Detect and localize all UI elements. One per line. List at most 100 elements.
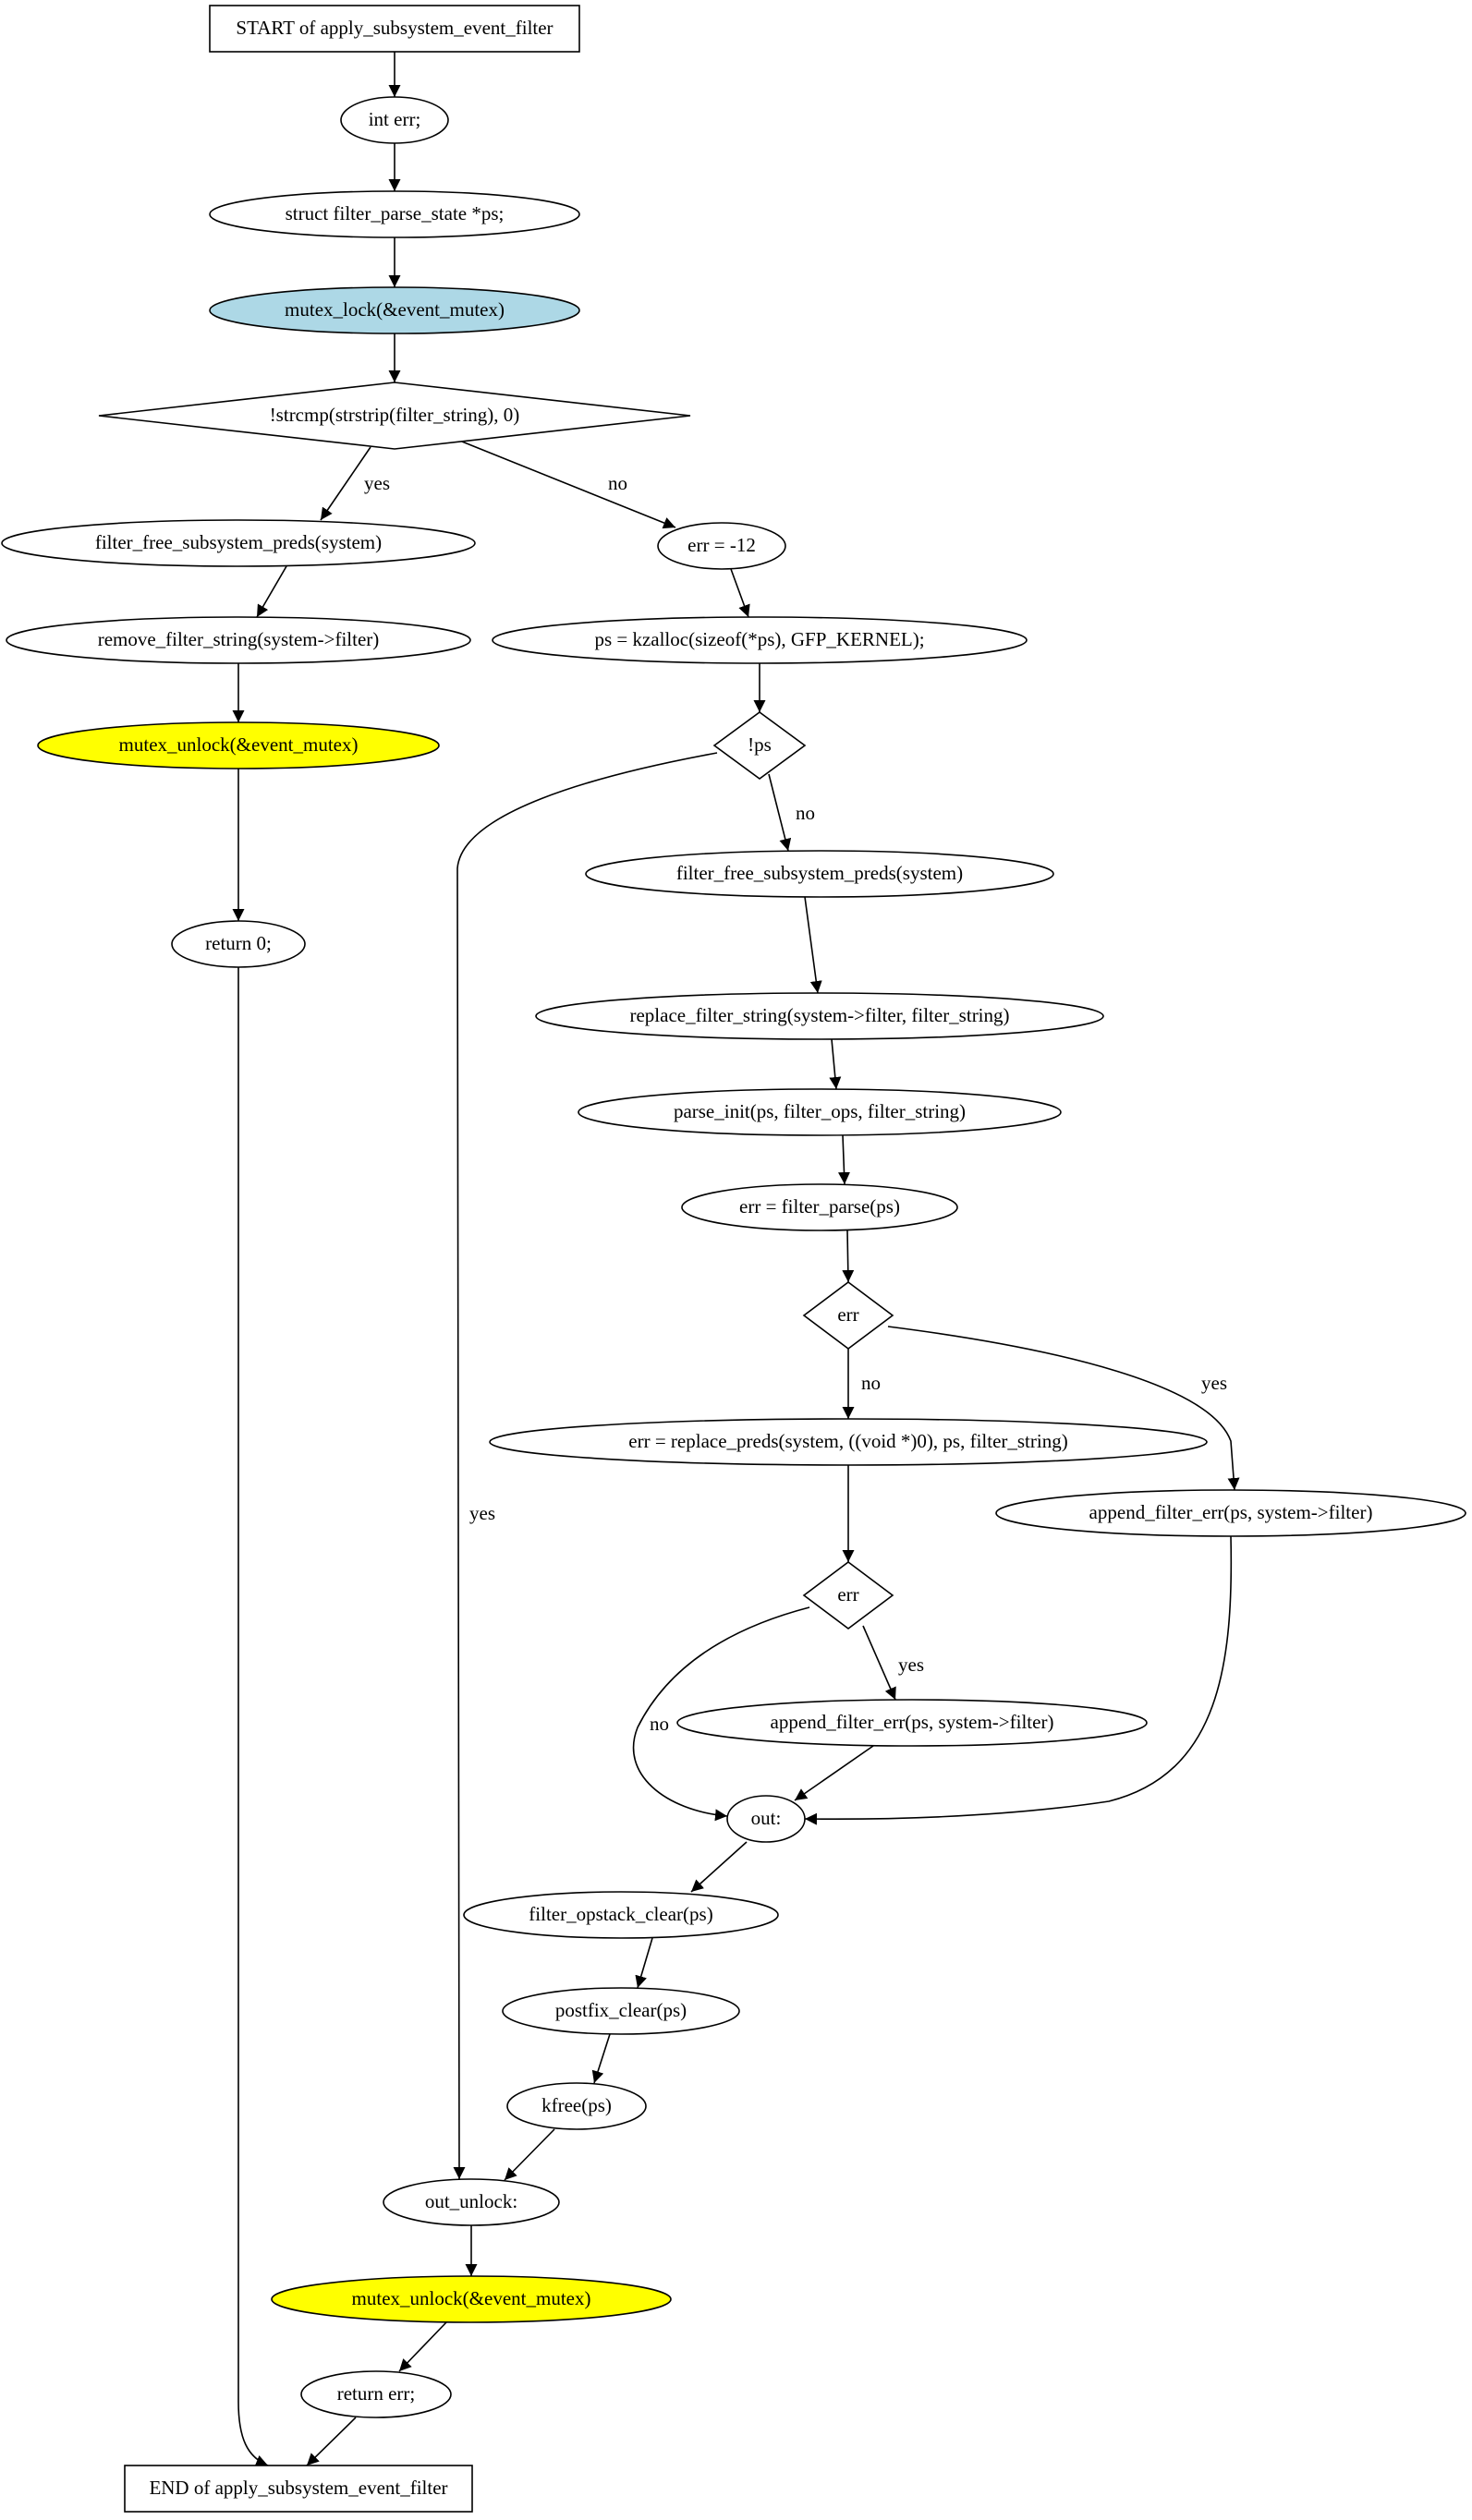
node-ellipse — [995, 1489, 1466, 1537]
node-return-err: return err; — [300, 2370, 452, 2418]
node-err-1: err — [802, 1281, 894, 1350]
node-not-ps: !ps — [712, 711, 807, 780]
node-label: err — [837, 1583, 858, 1605]
edge-unlock_2-to-return_err — [398, 2321, 447, 2372]
node-ellipse — [300, 2370, 452, 2418]
node-ellipse — [535, 992, 1104, 1040]
node-box — [209, 5, 580, 53]
edge-kfree-to-out_unlock — [504, 2128, 555, 2181]
node-return-0: return 0; — [171, 920, 306, 968]
node-diamond — [712, 711, 807, 780]
node-label: err = replace_preds(system, ((void *)0),… — [628, 1430, 1067, 1452]
edge-free_preds_1-to-remove_string — [256, 565, 287, 618]
edge-err_1-to-append_err_1 — [887, 1326, 1240, 1491]
node-ellipse — [209, 286, 580, 334]
node-label: return 0; — [205, 932, 272, 954]
node-out: out: — [726, 1795, 806, 1843]
node-label: mutex_lock(&event_mutex) — [285, 298, 505, 321]
node-label: return err; — [337, 2382, 416, 2405]
node-replace-preds: err = replace_preds(system, ((void *)0),… — [489, 1418, 1208, 1466]
edge-err_2-to-out — [632, 1606, 810, 1822]
node-label: filter_opstack_clear(ps) — [529, 1903, 712, 1925]
node-out-unlock: out_unlock: — [383, 2178, 560, 2226]
edge-out-to-opstack_clear — [690, 1841, 748, 1893]
edge-not_ps-to-free_preds_2 — [768, 773, 792, 852]
node-diamond — [98, 382, 691, 450]
node-label: replace_filter_string(system->filter, fi… — [629, 1004, 1009, 1026]
node-label: ps = kzalloc(sizeof(*ps), GFP_KERNEL); — [594, 628, 924, 650]
node-start: START of apply_subsystem_event_filter — [209, 5, 580, 53]
edge-free_preds_2-to-replace_string — [804, 896, 822, 994]
edge-label-no: no — [608, 472, 627, 494]
node-ellipse — [209, 190, 580, 238]
node-label: filter_free_subsystem_preds(system) — [95, 531, 382, 553]
node-filter-parse: err = filter_parse(ps) — [681, 1183, 958, 1231]
edge-label-no: no — [861, 1372, 881, 1394]
edge-label-yes: yes — [1201, 1372, 1227, 1394]
node-box — [124, 2465, 473, 2513]
node-diamond — [802, 1561, 894, 1630]
edge-label-yes: yes — [898, 1654, 924, 1676]
node-label: mutex_unlock(&event_mutex) — [352, 2287, 591, 2309]
node-ellipse — [578, 1088, 1062, 1136]
node-ellipse — [171, 920, 306, 968]
node-err-2: err — [802, 1561, 894, 1630]
edge-err_12-to-kzalloc — [730, 568, 750, 618]
node-label: out: — [751, 1807, 782, 1829]
node-unlock-1: mutex_unlock(&event_mutex) — [37, 721, 440, 769]
edge-opstack_clear-to-postfix_clear — [635, 1937, 653, 1989]
node-ellipse — [6, 616, 471, 664]
node-label: parse_init(ps, filter_ops, filter_string… — [674, 1100, 966, 1122]
node-label: postfix_clear(ps) — [555, 1999, 687, 2021]
node-label: err = filter_parse(ps) — [739, 1195, 900, 1218]
node-ellipse — [492, 616, 1028, 664]
nodes-layer: START of apply_subsystem_event_filterint… — [1, 5, 1466, 2513]
node-ellipse — [657, 522, 786, 570]
node-replace-string: replace_filter_string(system->filter, fi… — [535, 992, 1104, 1040]
node-label: out_unlock: — [425, 2190, 517, 2212]
node-ellipse — [489, 1418, 1208, 1466]
edge-return_err-to-end — [306, 2417, 357, 2466]
node-remove-string: remove_filter_string(system->filter) — [6, 616, 471, 664]
node-postfix-clear: postfix_clear(ps) — [502, 1987, 740, 2035]
node-label: kfree(ps) — [541, 2094, 612, 2116]
node-opstack-clear: filter_opstack_clear(ps) — [463, 1891, 779, 1939]
node-label: filter_free_subsystem_preds(system) — [676, 862, 963, 884]
edge-filter_parse-to-err_1 — [842, 1230, 855, 1283]
node-ellipse — [676, 1699, 1148, 1747]
node-free-preds-1: filter_free_subsystem_preds(system) — [1, 519, 476, 567]
node-label: START of apply_subsystem_event_filter — [236, 17, 553, 39]
node-struct-ps: struct filter_parse_state *ps; — [209, 190, 580, 238]
node-label: int err; — [369, 108, 421, 130]
node-label: !strcmp(strstrip(filter_string), 0) — [270, 404, 520, 426]
node-append-err-2: append_filter_err(ps, system->filter) — [676, 1699, 1148, 1747]
node-kzalloc: ps = kzalloc(sizeof(*ps), GFP_KERNEL); — [492, 616, 1028, 664]
edge-append_err_1-to-out — [804, 1535, 1233, 1825]
node-ellipse — [383, 2178, 560, 2226]
node-kfree: kfree(ps) — [506, 2082, 647, 2130]
node-int-err: int err; — [340, 96, 449, 144]
node-ellipse — [506, 2082, 647, 2130]
edge-parse_init-to-filter_parse — [838, 1134, 851, 1185]
node-ellipse — [1, 519, 476, 567]
edge-return_0-to-end — [237, 967, 269, 2467]
edge-strcmp-to-free_preds_1 — [320, 446, 371, 521]
node-label: mutex_unlock(&event_mutex) — [119, 733, 359, 756]
node-label: END of apply_subsystem_event_filter — [149, 2477, 447, 2499]
node-label: err = -12 — [687, 534, 756, 556]
node-ellipse — [37, 721, 440, 769]
node-ellipse — [681, 1183, 958, 1231]
node-strcmp: !strcmp(strstrip(filter_string), 0) — [98, 382, 691, 450]
edge-label-yes: yes — [469, 1502, 495, 1524]
node-label: append_filter_err(ps, system->filter) — [1089, 1501, 1373, 1523]
node-label: remove_filter_string(system->filter) — [98, 628, 380, 650]
node-label: struct filter_parse_state *ps; — [286, 202, 505, 224]
edge-label-no: no — [796, 802, 815, 824]
edge-label-yes: yes — [364, 472, 390, 494]
node-parse-init: parse_init(ps, filter_ops, filter_string… — [578, 1088, 1062, 1136]
node-label: append_filter_err(ps, system->filter) — [771, 1711, 1054, 1733]
node-label: err — [837, 1303, 858, 1326]
edge-replace_string-to-parse_init — [829, 1038, 842, 1090]
edge-err_2-to-append_err_2 — [862, 1625, 896, 1701]
